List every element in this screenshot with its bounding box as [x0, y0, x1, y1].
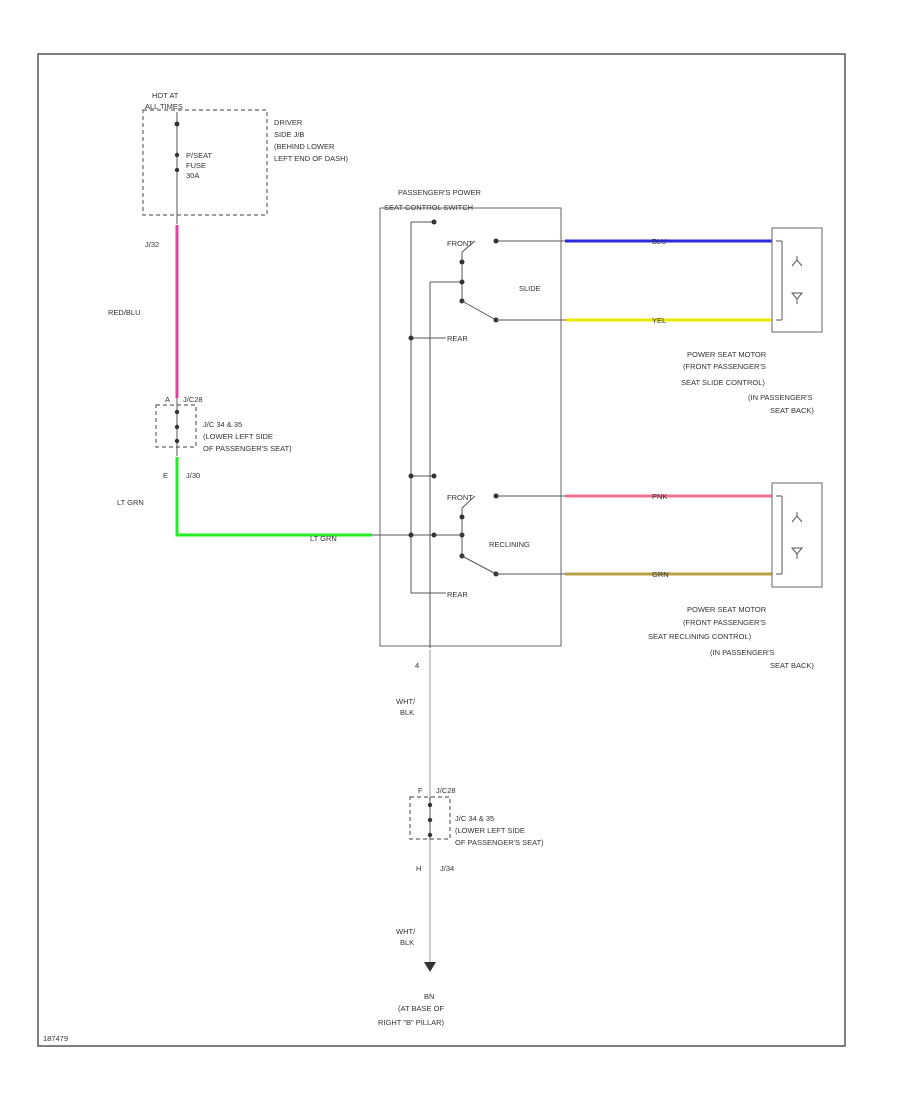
- switch-outline: [379, 207, 562, 647]
- jc-lower-line-3: OF PASSENGER'S SEAT): [455, 838, 544, 847]
- fuse-name: P/SEAT: [186, 151, 213, 160]
- jc-lower-line-2: (LOWER LEFT SIDE: [455, 826, 525, 835]
- slide-label: SLIDE: [519, 284, 541, 293]
- jc-upper-line-2: (LOWER LEFT SIDE: [203, 432, 273, 441]
- motor-recline-line-2: (FRONT PASSENGER'S: [683, 618, 766, 627]
- ground-line-1: (AT BASE OF: [398, 1004, 444, 1013]
- motor-slide-symbol: [790, 256, 804, 304]
- fuse-location-line-4: LEFT END OF DASH): [274, 154, 349, 163]
- jc-upper-conn-in: J/C28: [183, 395, 203, 404]
- wire-lt-grn: [175, 457, 372, 537]
- motor-recline-symbol: [790, 512, 804, 559]
- fuse-label: FUSE: [186, 161, 206, 170]
- wire-label-lt-grn-left: LT GRN: [117, 498, 144, 507]
- motor-slide-outline: [771, 227, 823, 333]
- fuse-location-line-2: SIDE J/B: [274, 130, 304, 139]
- motor-recline-outline: [771, 482, 823, 588]
- seat-control-switch: PASSENGER'S POWER SEAT CONTROL SWITCH FR…: [379, 188, 565, 670]
- fuse-location-line-3: (BEHIND LOWER: [274, 142, 335, 151]
- power-seat-motor-slide: POWER SEAT MOTOR (FRONT PASSENGER'S SEAT…: [681, 227, 823, 415]
- junction-connector-lower: F J/C28 J/C 34 & 35 (LOWER LEFT SIDE OF …: [409, 786, 544, 873]
- jc-lower-pin-out: H: [416, 864, 421, 873]
- rear-label-slide: REAR: [447, 334, 468, 343]
- switch-pin-bottom: 4: [415, 661, 419, 670]
- motor-slide-line-1: POWER SEAT MOTOR: [687, 350, 767, 359]
- wire-label-grn: GRN: [652, 570, 669, 579]
- wire-label-wht-blk-lower-1: WHT/: [396, 927, 416, 936]
- motor-recline-line-5: SEAT BACK): [770, 661, 814, 670]
- wire-label-pnk: PNK: [652, 492, 667, 501]
- jc-lower-conn-in: J/C28: [436, 786, 456, 795]
- hot-at-label: HOT AT: [152, 91, 179, 100]
- jc-lower-conn-out: J/34: [440, 864, 454, 873]
- ground-point: BN (AT BASE OF RIGHT "B" PILLAR): [378, 962, 445, 1027]
- power-seat-motor-recline: POWER SEAT MOTOR (FRONT PASSENGER'S SEAT…: [648, 482, 823, 670]
- wire-label-yel: YEL: [652, 316, 666, 325]
- fuse-rating: 30A: [186, 171, 199, 180]
- wire-label-red-blu: RED/BLU: [108, 308, 141, 317]
- reclining-label: RECLINING: [489, 540, 530, 549]
- jc-lower-pin-in: F: [418, 786, 423, 795]
- ground-name: BN: [424, 992, 434, 1001]
- diagram-frame: [37, 53, 846, 1047]
- switch-title-1: PASSENGER'S POWER: [398, 188, 482, 197]
- front-label-recline: FRONT: [447, 493, 473, 502]
- motor-slide-line-4: (IN PASSENGER'S: [748, 393, 813, 402]
- fuse-box-outline: [142, 109, 268, 216]
- all-times-label: ALL TIMES: [145, 102, 183, 111]
- wire-label-wht-blk-lower-2: BLK: [400, 938, 414, 947]
- wire-label-wht-blk-upper-1: WHT/: [396, 697, 416, 706]
- junction-connector-upper: A J/C28 J/C 34 & 35 (LOWER LEFT SIDE OF …: [155, 395, 292, 480]
- ground-line-2: RIGHT "B" PILLAR): [378, 1018, 445, 1027]
- wire-label-lt-grn-mid: LT GRN: [310, 534, 337, 543]
- fuse-box: HOT AT ALL TIMES P/SEAT FUSE 30A DRIVER …: [142, 91, 349, 249]
- motor-slide-line-3: SEAT SLIDE CONTROL): [681, 378, 765, 387]
- jc-upper-conn-out: J/30: [186, 471, 200, 480]
- wire-label-wht-blk-upper-2: BLK: [400, 708, 414, 717]
- wire-label-blu: BLU: [652, 237, 667, 246]
- ground-icon: [424, 962, 436, 972]
- motor-recline-line-1: POWER SEAT MOTOR: [687, 605, 767, 614]
- motor-recline-line-4: (IN PASSENGER'S: [710, 648, 775, 657]
- footer-code: 187479: [43, 1034, 68, 1043]
- motor-recline-line-3: SEAT RECLINING CONTROL): [648, 632, 752, 641]
- front-label-slide: FRONT: [447, 239, 473, 248]
- jc-upper-line-3: OF PASSENGER'S SEAT): [203, 444, 292, 453]
- fuse-location-line-1: DRIVER: [274, 118, 303, 127]
- rear-label-recline: REAR: [447, 590, 468, 599]
- fuse-pin-out: J/32: [145, 240, 159, 249]
- jc-upper-line-1: J/C 34 & 35: [203, 420, 242, 429]
- jc-upper-pin-in: A: [165, 395, 170, 404]
- jc-lower-line-1: J/C 34 & 35: [455, 814, 494, 823]
- jc-upper-pin-out: E: [163, 471, 168, 480]
- motor-slide-line-5: SEAT BACK): [770, 406, 814, 415]
- jc-upper-outline: [155, 404, 197, 448]
- motor-slide-line-2: (FRONT PASSENGER'S: [683, 362, 766, 371]
